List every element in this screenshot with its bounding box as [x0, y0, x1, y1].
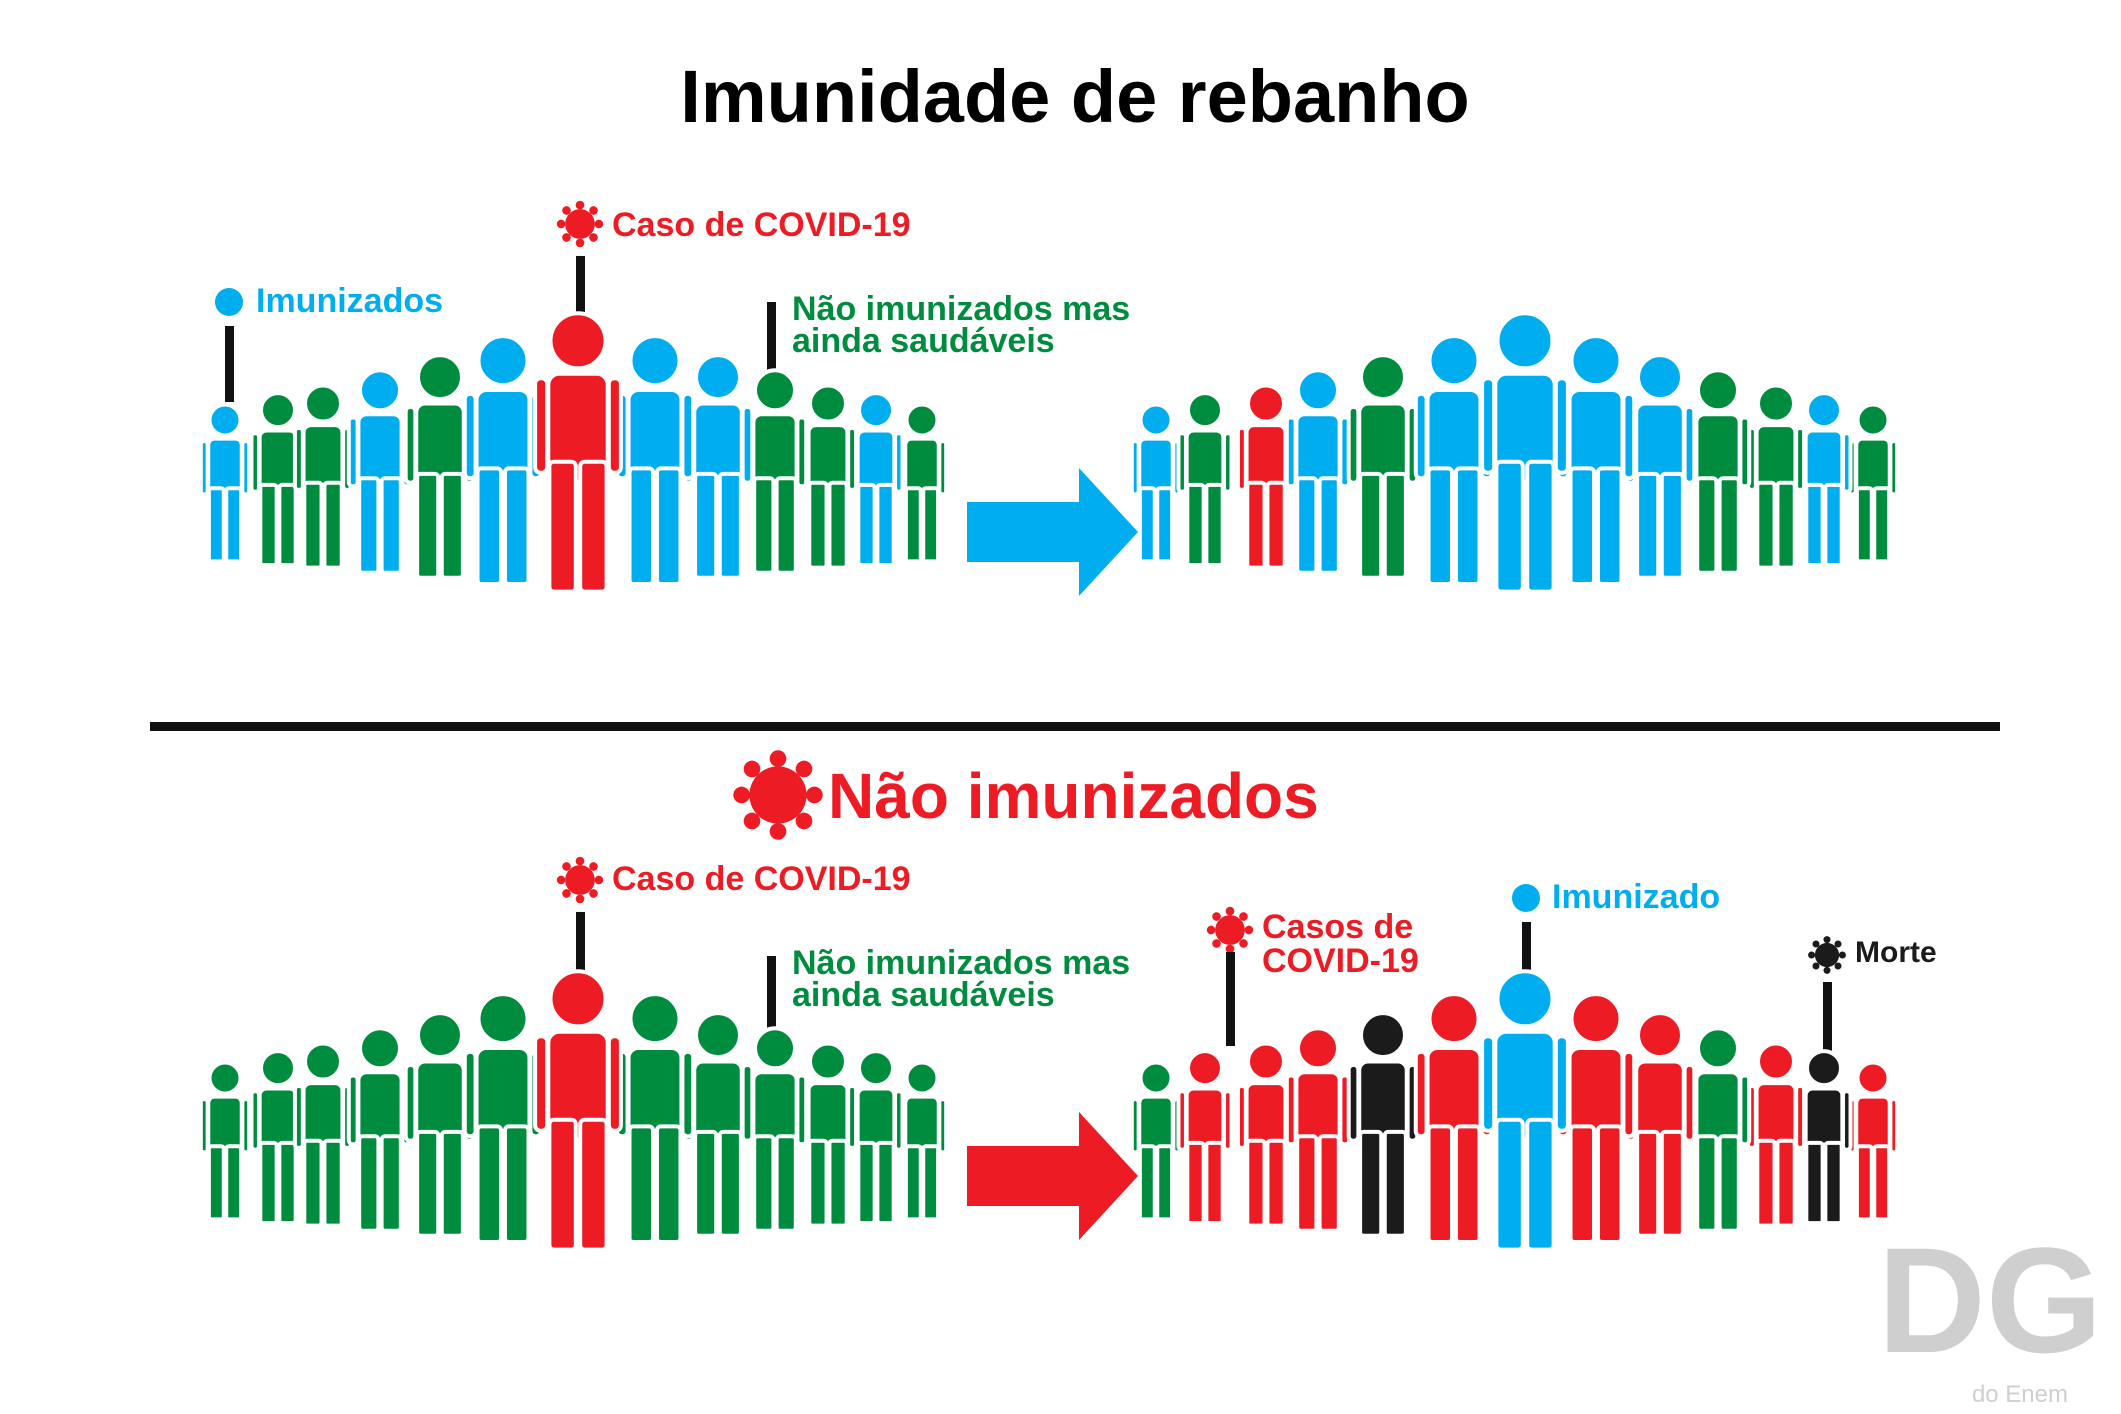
person-icon-healthy	[614, 992, 696, 1245]
person-icon-healthy	[797, 383, 859, 570]
label-death-text: Morte	[1855, 936, 1937, 969]
person-icon-immune	[1129, 402, 1183, 564]
label-stem	[1522, 922, 1531, 998]
person-icon-healthy	[1745, 383, 1807, 570]
person-icon-healthy	[249, 1049, 307, 1226]
person-icon-healthy	[1129, 1060, 1183, 1222]
person-icon-immune	[198, 402, 252, 564]
person-icon-covid	[1846, 1060, 1900, 1222]
dg-logo: DG do Enem	[1878, 1216, 2103, 1408]
label-immunized-text: Imunizados	[256, 282, 443, 320]
label-stem	[1823, 982, 1832, 1058]
virus-icon	[556, 200, 604, 248]
logo-caption: do Enem	[1972, 1381, 2068, 1408]
person-icon-covid	[533, 311, 623, 594]
crowd-before-herd-immunity	[198, 311, 949, 594]
person-icon-healthy	[681, 1011, 755, 1238]
virus-icon	[556, 856, 604, 904]
person-icon-healthy	[249, 391, 307, 568]
person-icon-healthy	[292, 383, 354, 570]
person-icon-covid	[533, 969, 623, 1252]
crowd-after-unimmunized	[1129, 969, 1900, 1252]
label-stem	[767, 956, 776, 1032]
person-icon-immune	[462, 334, 544, 587]
label-unimmunized-healthy: Não imunizados mas ainda saudáveis	[767, 290, 1130, 376]
section-divider	[150, 722, 2000, 731]
label-stem	[767, 302, 776, 376]
label-immunized-text-2: Imunizado	[1552, 878, 1720, 916]
person-icon-immune	[847, 391, 905, 568]
person-icon-healthy	[462, 992, 544, 1245]
section2-title: Não imunizados	[828, 760, 1319, 832]
arrow-right-icon	[967, 1112, 1138, 1240]
person-icon-covid	[1284, 1026, 1352, 1233]
person-icon-immune	[1480, 311, 1570, 594]
label-covid-case-2: Caso de COVID-19	[556, 856, 911, 1000]
person-icon-covid	[1176, 1049, 1234, 1226]
label-covid-cases: Casos de COVID-19	[1206, 906, 1419, 1046]
person-icon-healthy	[1176, 391, 1234, 568]
logo-mark: DG	[1878, 1216, 2103, 1384]
person-icon-healthy	[1846, 402, 1900, 564]
person-icon-covid	[1555, 992, 1637, 1245]
person-icon-healthy	[1346, 353, 1420, 580]
label-covid-text-2: Caso de COVID-19	[612, 860, 911, 898]
person-icon-covid	[1745, 1041, 1807, 1228]
label-stem	[576, 256, 585, 344]
virus-icon	[1808, 936, 1846, 974]
label-immunized: Imunizados	[215, 282, 443, 402]
label-healthy-text-2-line2: ainda saudáveis	[792, 976, 1055, 1014]
dot-icon	[1512, 884, 1540, 912]
person-icon-immune	[614, 334, 696, 587]
person-icon-healthy	[292, 1041, 354, 1228]
person-icon-immune	[346, 368, 414, 575]
label-cases-text-line1: Casos de	[1262, 908, 1413, 946]
label-stem	[1226, 952, 1235, 1046]
label-healthy-text-2-line1: Não imunizados mas	[792, 944, 1130, 982]
person-icon-healthy	[895, 1060, 949, 1222]
label-stem	[576, 912, 585, 1000]
person-icon-healthy	[895, 402, 949, 564]
main-title: Imunidade de rebanho	[680, 55, 1469, 138]
person-icon-death	[1346, 1011, 1420, 1238]
label-covid-text: Caso de COVID-19	[612, 206, 911, 244]
label-healthy-text-line2: ainda saudáveis	[792, 322, 1055, 360]
label-healthy-text-line1: Não imunizados mas	[792, 290, 1130, 328]
label-covid-case: Caso de COVID-19	[556, 200, 911, 344]
label-stem	[225, 326, 234, 402]
dot-icon	[215, 288, 243, 316]
section2-heading: Não imunizados	[733, 750, 1319, 840]
virus-icon	[1206, 906, 1254, 954]
label-death: Morte	[1808, 936, 1937, 1058]
person-icon-immune	[1480, 969, 1570, 1252]
crowd-after-herd-immunity	[1129, 311, 1900, 594]
person-icon-covid	[1413, 992, 1495, 1245]
arrow-right-icon	[967, 468, 1138, 596]
person-icon-healthy	[797, 1041, 859, 1228]
crowd-before-unimmunized	[198, 969, 949, 1252]
label-immunized-2: Imunizado	[1512, 878, 1720, 998]
person-icon-immune	[1795, 391, 1853, 568]
person-icon-healthy	[346, 1026, 414, 1233]
person-icon-immune	[1284, 368, 1352, 575]
virus-icon	[733, 750, 823, 840]
person-icon-covid	[1235, 383, 1297, 570]
person-icon-healthy	[198, 1060, 252, 1222]
label-cases-text-line2: COVID-19	[1262, 942, 1419, 980]
label-unimmunized-healthy-2: Não imunizados mas ainda saudáveis	[767, 944, 1130, 1032]
